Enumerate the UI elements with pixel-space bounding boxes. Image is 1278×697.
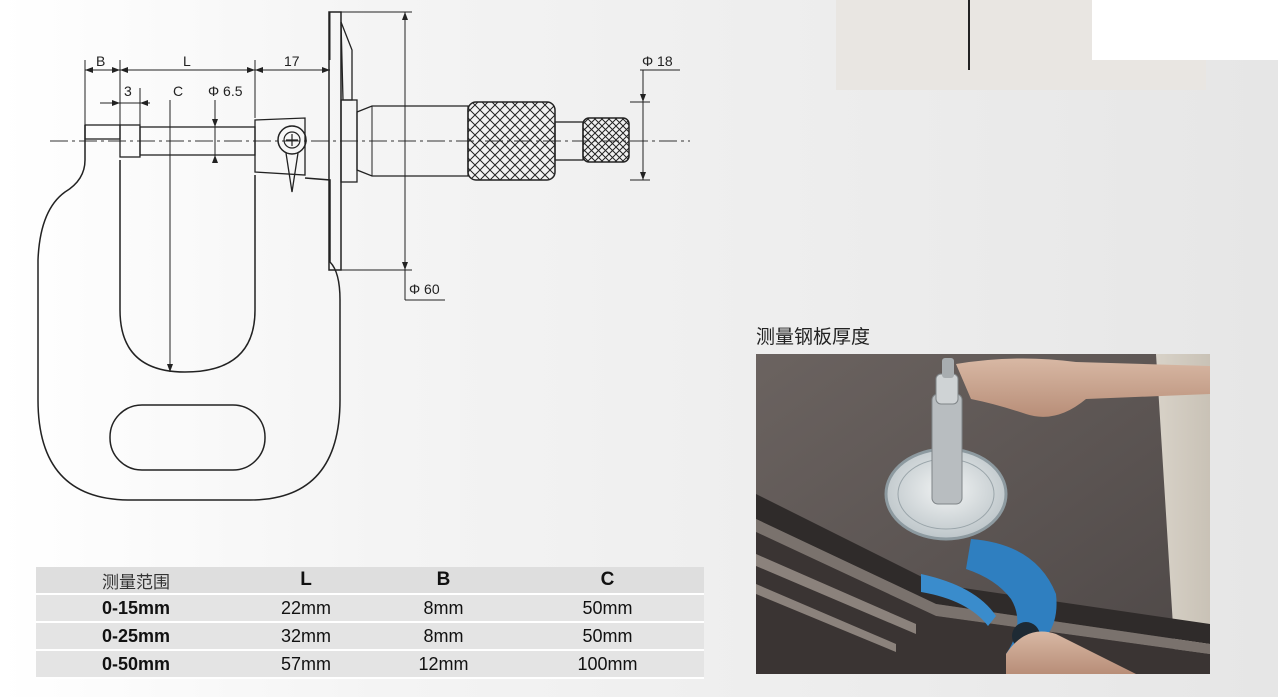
cell-l: 57mm bbox=[236, 650, 376, 679]
dim-label-b: B bbox=[96, 53, 105, 69]
header-range: 测量范围 bbox=[36, 567, 236, 595]
usage-photo bbox=[756, 354, 1210, 674]
panel-divider-line bbox=[968, 0, 970, 70]
lock-lever bbox=[285, 152, 299, 193]
table-row: 0-50mm 57mm 12mm 100mm bbox=[36, 650, 704, 679]
cell-c: 50mm bbox=[511, 622, 704, 651]
table-row: 0-25mm 32mm 8mm 50mm bbox=[36, 622, 704, 651]
dim-label-c: C bbox=[173, 83, 183, 99]
dim-label-phi-18: Φ 18 bbox=[642, 53, 673, 69]
dimension-lines bbox=[84, 11, 680, 372]
dial-pointer bbox=[340, 21, 353, 101]
anvil bbox=[84, 124, 121, 140]
header-c: C bbox=[511, 567, 704, 595]
frame-oval-cutout bbox=[109, 404, 266, 471]
frame-outline bbox=[37, 125, 341, 501]
dim-label-phi-60: Φ 60 bbox=[409, 281, 440, 297]
photo-caption: 测量钢板厚度 bbox=[756, 326, 871, 348]
table-row: 0-15mm 22mm 8mm 50mm bbox=[36, 594, 704, 623]
cell-range: 0-25mm bbox=[36, 622, 236, 651]
micrometer-technical-drawing: B L 17 3 C Φ 6.5 Φ 18 Φ 60 bbox=[37, 11, 690, 501]
lock-knob bbox=[277, 125, 307, 155]
top-right-white-block bbox=[1092, 0, 1278, 60]
dim-label-l: L bbox=[183, 53, 191, 69]
cell-range: 0-15mm bbox=[36, 594, 236, 623]
dimension-arrows bbox=[85, 12, 646, 372]
spindle-housing bbox=[254, 117, 306, 176]
dim-label-3: 3 bbox=[124, 83, 132, 99]
cell-b: 12mm bbox=[376, 650, 511, 679]
ratchet-knurl bbox=[582, 117, 630, 163]
header-b: B bbox=[376, 567, 511, 595]
spec-table: 测量范围 L B C 0-15mm 22mm 8mm 50mm 0-25mm 3… bbox=[36, 567, 704, 679]
dim-label-17: 17 bbox=[284, 53, 300, 69]
thimble-knurl bbox=[467, 101, 556, 181]
cell-c: 50mm bbox=[511, 594, 704, 623]
cell-b: 8mm bbox=[376, 594, 511, 623]
spec-table-header-row: 测量范围 L B C bbox=[36, 567, 704, 595]
dim-label-phi-6-5: Φ 6.5 bbox=[208, 83, 243, 99]
cell-range: 0-50mm bbox=[36, 650, 236, 679]
cell-b: 8mm bbox=[376, 622, 511, 651]
cell-l: 22mm bbox=[236, 594, 376, 623]
cell-l: 32mm bbox=[236, 622, 376, 651]
cell-c: 100mm bbox=[511, 650, 704, 679]
header-l: L bbox=[236, 567, 376, 595]
frame-inner-opening bbox=[119, 160, 256, 373]
